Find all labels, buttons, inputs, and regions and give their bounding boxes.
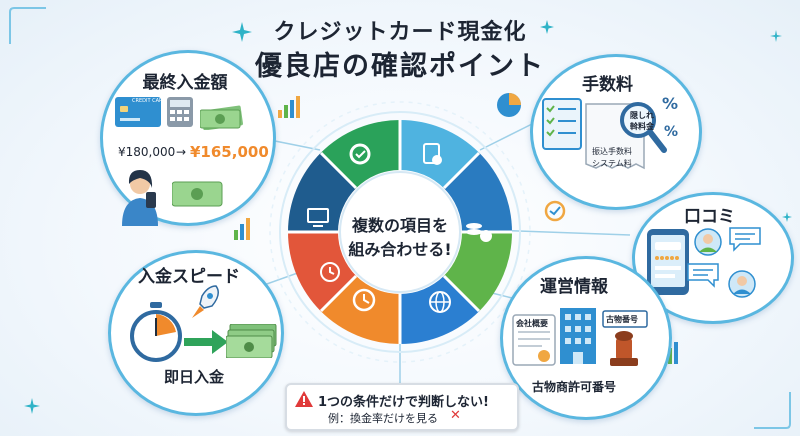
transfer-fee-text: 振込手数料: [592, 147, 632, 156]
sparkle-icon: [782, 212, 792, 222]
label-operation: 運営情報: [540, 277, 608, 297]
cross-icon: ✕: [450, 408, 461, 423]
chat-bubble-icon: [687, 263, 719, 288]
pie-chart-icon: [497, 93, 521, 117]
label-final-amount: 最終入金額: [142, 73, 228, 93]
sign-stamp-icon: [602, 310, 648, 366]
card-brand-text: CREDIT CARD: [132, 98, 167, 104]
cash-stack-icon: [226, 324, 277, 358]
center-text-1: 複数の項目を: [351, 216, 448, 235]
bar-chart-icon: [278, 96, 300, 118]
cash-icon: [200, 105, 243, 130]
rocket-icon: [192, 285, 219, 318]
label-fees: 手数料: [582, 75, 633, 95]
percent-icon: %: [664, 124, 679, 140]
sparkle-icon: [540, 20, 554, 34]
coins-percent-icon: [466, 223, 492, 242]
title-line-2: 優良店の確認ポイント: [255, 51, 545, 82]
hidden-fee-label: 隠しれ 斡料金: [630, 111, 654, 131]
antique-number-label: 古物番号: [606, 315, 638, 324]
person-with-phone: [122, 170, 158, 226]
amount-after: ¥165,000: [190, 143, 269, 161]
sparkle-icon: [232, 22, 252, 42]
clock-icon: [352, 288, 376, 312]
antique-license-number: 古物商許可番号: [532, 380, 617, 394]
document-icon: [512, 314, 556, 366]
amount-arrow: →: [176, 145, 187, 159]
sparkle-icon: [24, 398, 40, 414]
gear-icon: [349, 143, 371, 165]
corner-bracket: [754, 392, 791, 429]
checklist-icon: [542, 98, 582, 150]
cash-icon: [172, 181, 223, 207]
warning-title: 1つの条件だけで判断しない!: [318, 395, 489, 410]
calculator-icon: [167, 97, 193, 127]
company-profile-label: 会社概要: [516, 319, 548, 328]
building-icon: [560, 308, 596, 364]
stopwatch-icon: [130, 302, 182, 362]
warning-box: [285, 383, 519, 431]
label-reviews: 口コミ: [684, 207, 735, 227]
warning-icon: [295, 391, 313, 407]
magnifier-icon: [620, 102, 667, 153]
percent-icon: %: [662, 94, 679, 113]
smartphone-icon: [647, 229, 689, 295]
avatar-icon: [728, 270, 756, 298]
globe-icon: [429, 291, 451, 313]
system-fee-text: システム料: [592, 159, 632, 168]
clock-check-icon: [544, 200, 566, 222]
arrow-right-icon: [184, 330, 228, 354]
bar-chart-icon: [234, 218, 250, 240]
corner-bracket: [9, 7, 46, 44]
label-speed: 入金スピード: [138, 267, 240, 287]
center-text-2: 組み合わせる!: [348, 240, 452, 259]
document-yen-icon: [423, 143, 442, 165]
monitor-icon: [307, 208, 329, 227]
credit-card-icon: [115, 97, 161, 127]
amount-before: ¥180,000: [118, 145, 176, 159]
warning-example: 例：換金率だけを見る: [328, 412, 438, 425]
puzzle-ring: [280, 112, 520, 352]
stopwatch-icon: [320, 262, 340, 282]
chat-bubble-icon: [729, 227, 761, 252]
same-day-deposit: 即日入金: [164, 368, 225, 386]
avatar-icon: [694, 228, 722, 256]
sparkle-icon: [770, 30, 782, 42]
title-line-1: クレジットカード現金化: [273, 20, 527, 45]
